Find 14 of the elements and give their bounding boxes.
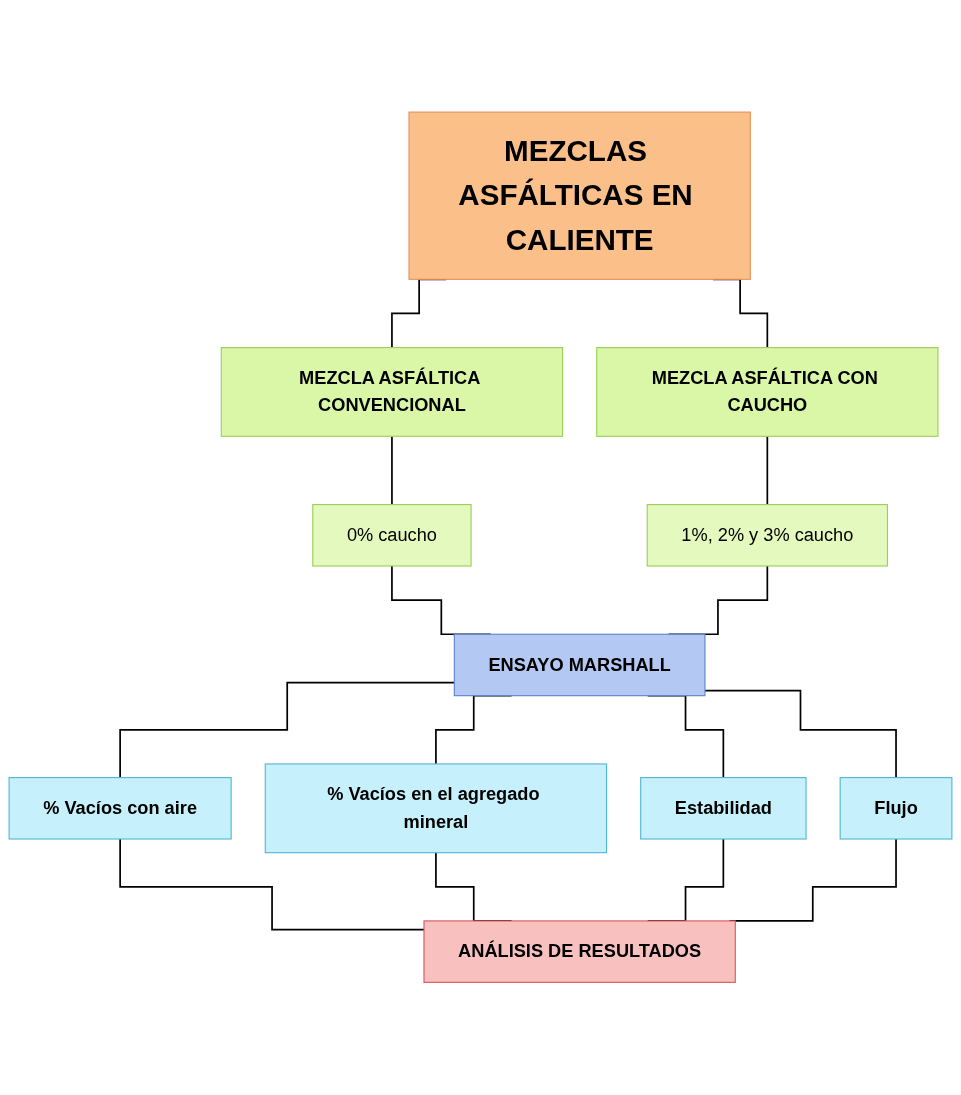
node-box: Estabilidad [640,777,807,840]
connector [391,435,393,506]
node-box: MEZCLA ASFÁLTICA CONVENCIONAL [220,347,564,438]
connector [766,435,769,506]
node-box: ENSAYO MARSHALL [453,633,706,697]
node-box: % Vacíos en el agregado mineral [264,763,608,854]
node-box: ANÁLISIS DE RESULTADOS [423,920,736,984]
connector [704,690,897,779]
node-box: 0% caucho [312,504,472,567]
node-box: 1%, 2% y 3% caucho [646,504,889,567]
node-box: MEZCLAS ASFÁLTICAS EN CALIENTE [408,111,751,281]
node-box: % Vacíos con aire [8,777,232,840]
node-box: Flujo [839,777,953,840]
node-box: MEZCLA ASFÁLTICA CON CAUCHO [596,347,939,438]
